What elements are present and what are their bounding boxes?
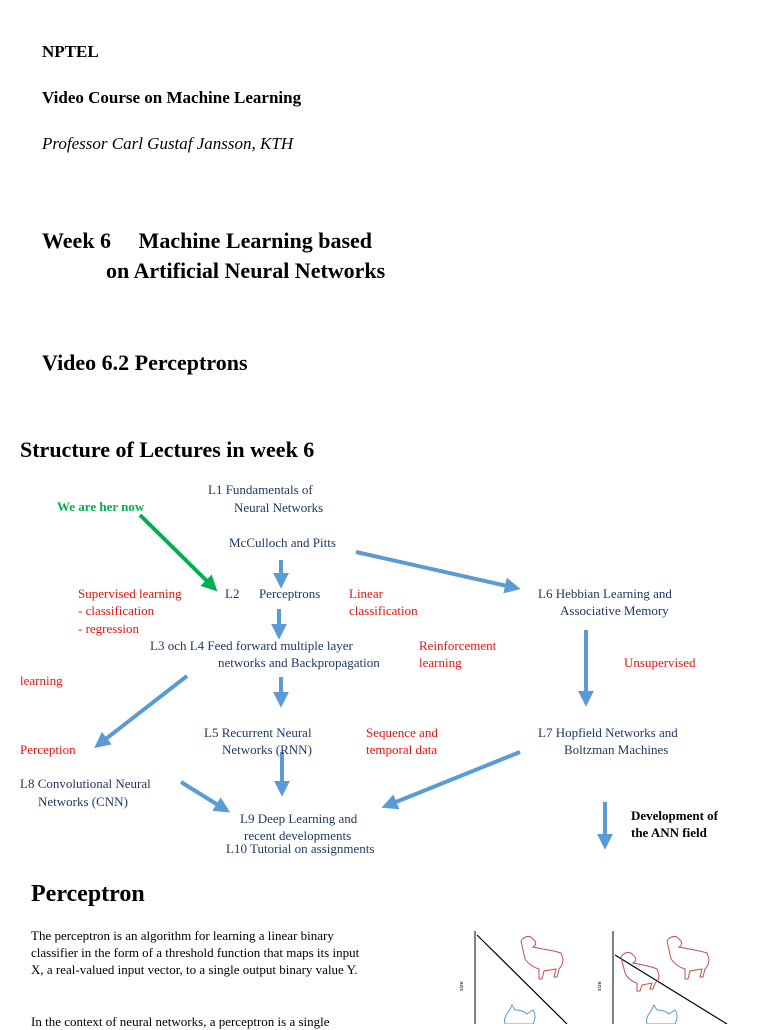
node-l8-line2: Networks (CNN) [38,794,128,809]
node-mcculloch-pitts: McCulloch and Pitts [229,535,336,550]
cat-icon [504,1003,536,1024]
node-l10: L10 Tutorial on assignments [226,841,375,856]
label-unsupervised: Unsupervised [624,655,696,670]
node-l34-line2: networks and Backpropagation [218,655,380,670]
development-label-line1: Development of [631,808,719,823]
course-title: Video Course on Machine Learning [42,88,302,107]
cat-icon [646,1003,678,1024]
week-title-line1: Week 6 Machine Learning based [42,228,373,253]
node-l6-line1: L6 Hebbian Learning and [538,586,672,601]
arrow-l7-to-l9 [381,750,521,810]
left-panel-boundary-line [476,934,568,1024]
label-sequence-line2: temporal data [366,742,438,757]
arrow-l8-to-l9 [179,780,231,813]
dog-icon [520,936,564,980]
linear-classifier-figure: size size [459,931,728,1024]
label-learning: learning [20,673,63,688]
node-l9-line1: L9 Deep Learning and [240,811,358,826]
week-title-line2: on Artificial Neural Networks [106,258,386,283]
label-perception: Perception [20,742,76,757]
dog-icon [620,936,710,992]
right-panel-boundary-line [614,954,728,1024]
left-panel-axis-label: size [459,981,465,991]
structure-title: Structure of Lectures in week 6 [20,437,315,462]
professor-name: Professor Carl Gustaf Jansson, KTH [42,134,294,153]
arrow-here-to-l2 [138,513,218,592]
node-l1-line2: Neural Networks [234,500,324,515]
label-supervised-line2: - classification [78,603,155,618]
node-l7-line2: Boltzman Machines [564,742,669,757]
node-l2-perceptrons: L2 Perceptrons [225,586,321,601]
label-reinforcement-line1: Reinforcement [419,638,497,653]
label-supervised-line1: Supervised learning [78,586,182,601]
node-l5-line1: L5 Recurrent Neural [204,725,312,740]
development-label-line2: the ANN field [631,825,707,840]
node-l5-line2: Networks (RNN) [222,742,312,757]
node-l9-line2: recent developments [244,828,352,843]
label-linear-line2: classification [349,603,418,618]
perceptron-title: Perceptron [31,881,145,907]
label-linear-line1: Linear [349,586,383,601]
we-are-here-label: We are her now [57,499,145,514]
perceptron-paragraph-2: In the context of neural networks, a per… [31,1014,330,1029]
label-reinforcement-line2: learning [419,655,462,670]
label-supervised-line3: - regression [78,621,140,636]
perceptron-paragraph-1: The perceptron is an algorithm for learn… [31,928,360,977]
right-panel-axis-label: size [597,981,603,991]
arrow-l34-to-perception [94,674,189,748]
node-l34-line1: L3 och L4 Feed forward multiple layer [150,638,353,653]
org-name: NPTEL [42,42,99,61]
arrow-mcculloch-to-l6 [355,550,521,594]
video-title: Video 6.2 Perceptrons [42,350,248,375]
node-l1-line1: L1 Fundamentals of [208,482,313,497]
label-sequence-line1: Sequence and [366,725,438,740]
node-l7-line1: L7 Hopfield Networks and [538,725,678,740]
node-l6-line2: Associative Memory [560,603,669,618]
node-l8-line1: L8 Convolutional Neural [20,776,151,791]
